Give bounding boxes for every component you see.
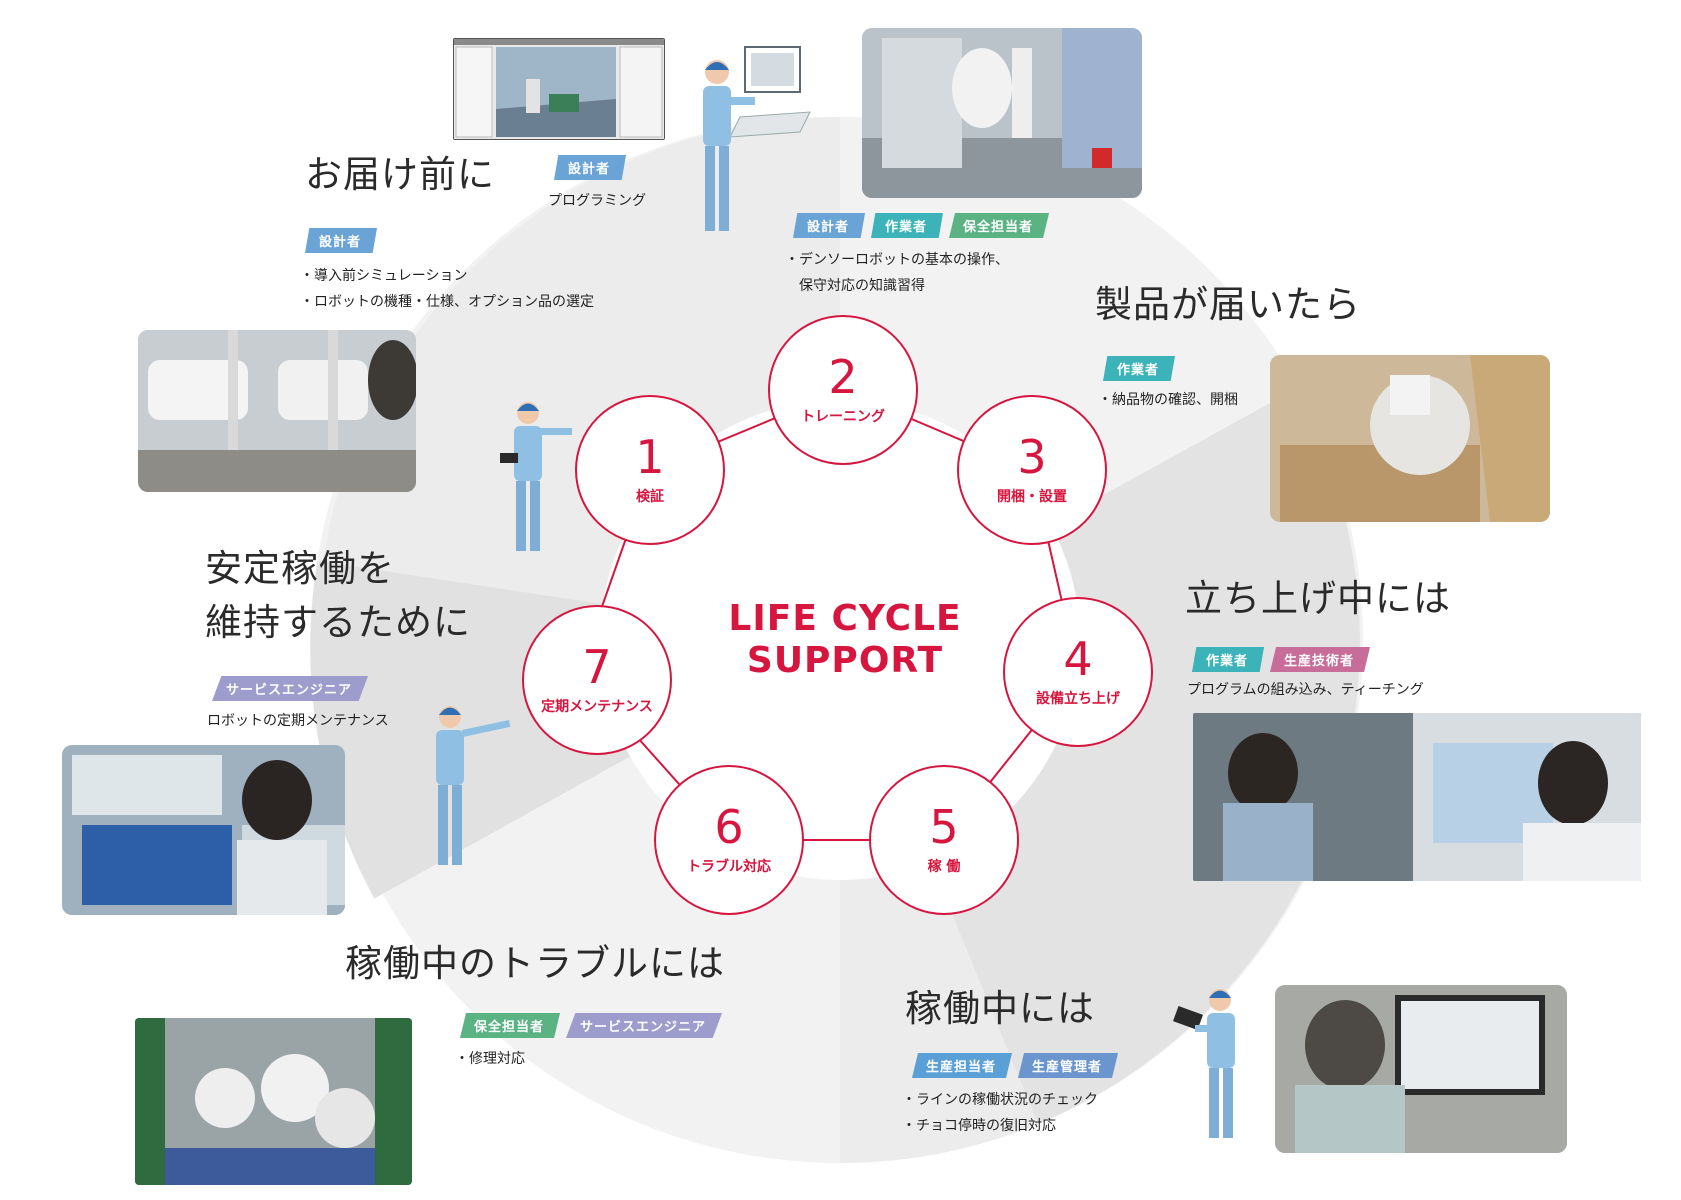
heading-before-delivery: お届け前に: [305, 153, 495, 196]
desc-line: 保守対応の知識習得: [785, 278, 925, 294]
photo-unboxing: [1270, 355, 1550, 522]
photo-training-robot: [862, 28, 1142, 198]
photo-startup-operators: [1193, 713, 1641, 881]
tags-programming: 設計者: [554, 155, 627, 180]
step-number: 3: [1017, 430, 1047, 484]
step-node-3: 3 開梱・設置: [957, 395, 1107, 545]
heading-line: 安定稼働を: [205, 547, 395, 590]
worker-pointing: [436, 706, 511, 865]
desc-trouble: ・修理対応: [455, 1051, 525, 1067]
step-label: 開梱・設置: [997, 489, 1067, 505]
tags-arrival: 作業者: [1103, 356, 1176, 381]
tag-worker: 作業者: [871, 213, 944, 238]
heading-startup: 立ち上げ中には: [1185, 577, 1451, 620]
step-number: 1: [635, 430, 665, 484]
photo-maintenance-engineer: [62, 745, 345, 915]
worker-at-computer: [703, 46, 811, 231]
photo-monitoring: [1275, 985, 1567, 1153]
tag-maintenance: 保全担当者: [460, 1013, 561, 1038]
step-number: 6: [714, 800, 744, 854]
tag-worker: 作業者: [1103, 356, 1176, 381]
desc-arrival: ・納品物の確認、開梱: [1098, 392, 1238, 408]
step-node-2: 2 トレーニング: [768, 315, 918, 465]
step-node-1: 1 検証: [575, 395, 725, 545]
tags-trouble: 保全担当者 サービスエンジニア: [460, 1013, 723, 1038]
desc-programming: プログラミング: [548, 193, 646, 209]
step-node-5: 5 稼 働: [869, 765, 1019, 915]
desc-maintenance: ロボットの定期メンテナンス: [207, 713, 389, 729]
step-label: 定期メンテナンス: [541, 699, 653, 715]
tag-designer: 設計者: [305, 228, 378, 253]
tags-maintenance: サービスエンジニア: [212, 676, 369, 701]
desc-line: ・導入前シミュレーション: [300, 268, 468, 284]
desc-line: ・ロボットの機種・仕様、オプション品の選定: [300, 294, 594, 310]
step-label: 設備立ち上げ: [1036, 691, 1120, 707]
heading-arrival: 製品が届いたら: [1095, 283, 1361, 326]
center-title-line2: SUPPORT: [746, 640, 944, 681]
step-number: 7: [582, 640, 612, 694]
photo-simulation-software: [453, 38, 665, 140]
tag-designer: 設計者: [793, 213, 866, 238]
worker-with-handheld: [1173, 989, 1235, 1138]
worker-with-tablet: [500, 402, 572, 551]
desc-startup: プログラムの組み込み、ティーチング: [1187, 682, 1424, 698]
heading-trouble: 稼働中のトラブルには: [345, 942, 725, 985]
photo-repair-robots: [135, 1018, 412, 1185]
step-number: 5: [929, 800, 959, 854]
step-label: トレーニング: [801, 409, 885, 425]
tag-production-manager: 生産管理者: [1018, 1053, 1119, 1078]
step-label: 稼 働: [927, 859, 961, 875]
step-label: 検証: [636, 489, 664, 505]
step-node-6: 6 トラブル対応: [654, 765, 804, 915]
tags-training: 設計者 作業者 保全担当者: [793, 213, 1050, 238]
step-number: 4: [1063, 632, 1093, 686]
heading-operation: 稼働中には: [905, 987, 1095, 1030]
center-title-line1: LIFE CYCLE: [728, 598, 962, 639]
photo-verification-robots: [138, 330, 416, 492]
step-node-7: 7 定期メンテナンス: [522, 605, 672, 755]
tag-service-engineer: サービスエンジニア: [212, 676, 369, 701]
desc-line: ・チョコ停時の復旧対応: [902, 1118, 1056, 1134]
step-number: 2: [828, 350, 858, 404]
tag-service-engineer: サービスエンジニア: [566, 1013, 723, 1038]
heading-maintenance: 安定稼働を 維持するために: [205, 542, 471, 649]
step-label: トラブル対応: [687, 859, 771, 875]
desc-operation: ・ラインの稼働状況のチェック ・チョコ停時の復旧対応: [902, 1087, 1098, 1139]
tags-operation: 生産担当者 生産管理者: [912, 1053, 1119, 1078]
desc-line: ・ラインの稼働状況のチェック: [902, 1092, 1098, 1108]
heading-line: 維持するために: [205, 600, 471, 644]
tags-before: 設計者: [305, 228, 378, 253]
center-title: LIFE CYCLE SUPPORT: [705, 598, 985, 682]
tag-designer: 設計者: [554, 155, 627, 180]
tag-production-staff: 生産担当者: [912, 1053, 1013, 1078]
tag-worker: 作業者: [1192, 647, 1265, 672]
step-node-4: 4 設備立ち上げ: [1003, 597, 1153, 747]
tags-startup: 作業者 生産技術者: [1192, 647, 1371, 672]
desc-training: ・デンソーロボットの基本の操作、 保守対応の知識習得: [785, 247, 1009, 299]
desc-before: ・導入前シミュレーション ・ロボットの機種・仕様、オプション品の選定: [300, 263, 594, 315]
desc-line: ・デンソーロボットの基本の操作、: [785, 252, 1009, 268]
tag-production-engineer: 生産技術者: [1270, 647, 1371, 672]
tag-maintenance: 保全担当者: [949, 213, 1050, 238]
